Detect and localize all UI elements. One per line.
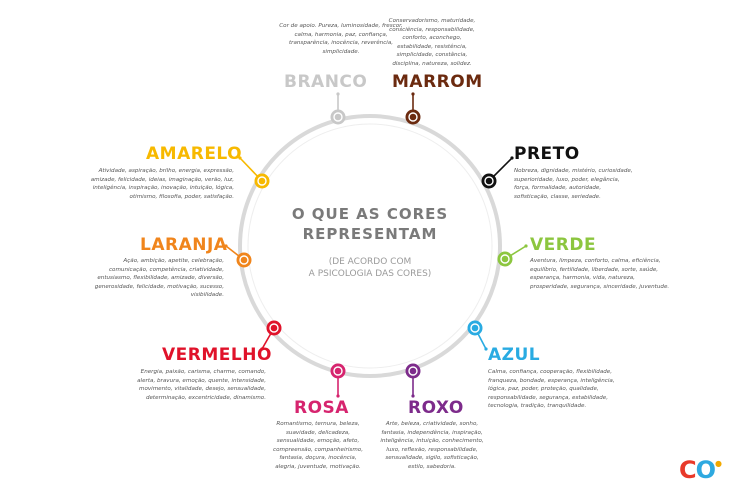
roxo-label: ROXO xyxy=(408,398,464,418)
rosa-connector-tip xyxy=(336,394,340,398)
vermelho-label: VERMELHO xyxy=(162,345,272,365)
laranja-node xyxy=(236,252,252,268)
laranja-node-ring xyxy=(239,255,249,265)
verde-connector-tip xyxy=(524,244,528,248)
marrom-node xyxy=(405,109,421,125)
amarelo-connector-tip xyxy=(238,156,242,160)
preto-description: Nobreza, dignidade, mistério, curiosidad… xyxy=(514,168,633,200)
outer-ring xyxy=(238,114,502,378)
verde-node-ring xyxy=(500,254,510,264)
azul-description: Calma, confiança, cooperação, flexibilid… xyxy=(488,369,615,410)
inner-disc xyxy=(247,123,493,369)
roxo-node xyxy=(405,363,421,379)
azul-node-ring xyxy=(470,323,480,333)
logo-dot: ● xyxy=(715,459,722,468)
subtitle-line-2: A PSICOLOGIA DAS CORES) xyxy=(308,269,432,279)
branco-label: BRANCO xyxy=(284,72,368,92)
vermelho-connector-tip xyxy=(260,347,264,351)
preto-node xyxy=(481,173,497,189)
roxo-connector-tip xyxy=(411,394,415,398)
marrom-node-ring xyxy=(408,112,418,122)
branco-node xyxy=(330,109,346,125)
amarelo-label: AMARELO xyxy=(146,144,243,164)
brand-logo: CO● xyxy=(679,456,722,484)
azul-node xyxy=(467,320,483,336)
marrom-description: Conservadorismo, maturidade, consciência… xyxy=(388,18,476,67)
verde-label: VERDE xyxy=(530,235,597,255)
amarelo-node-ring xyxy=(257,176,267,186)
verde-description: Aventura, limpeza, conforto, calma, efic… xyxy=(530,258,670,290)
vermelho-node-ring xyxy=(269,323,279,333)
diagram-subtitle: (DE ACORDO COM A PSICOLOGIA DAS CORES) xyxy=(270,256,470,280)
branco-node-ring xyxy=(333,112,343,122)
laranja-label: LARANJA xyxy=(140,235,228,255)
marrom-connector-tip xyxy=(411,92,415,96)
subtitle-line-1: (DE ACORDO COM xyxy=(328,257,412,267)
title-line-2: REPRESENTAM xyxy=(302,225,438,243)
roxo-node-ring xyxy=(408,366,418,376)
verde-node xyxy=(497,251,513,267)
preto-connector-tip xyxy=(510,156,514,160)
logo-c: C xyxy=(679,456,697,484)
roxo-description: Arte, beleza, criatividade, sonho, fanta… xyxy=(380,421,484,470)
laranja-description: Ação, ambição, apetite, celebração, comu… xyxy=(94,258,224,299)
title-line-1: O QUE AS CORES xyxy=(291,205,449,223)
color-nodes xyxy=(236,109,513,379)
vermelho-node xyxy=(266,320,282,336)
preto-label: PRETO xyxy=(514,144,580,164)
rosa-label: ROSA xyxy=(294,398,349,418)
amarelo-node xyxy=(254,173,270,189)
azul-connector-tip xyxy=(484,347,488,351)
amarelo-description: Atividade, aspiração, brilho, energia, e… xyxy=(90,168,234,200)
diagram-title: O QUE AS CORES REPRESENTAM xyxy=(270,204,470,244)
branco-connector-tip xyxy=(336,92,340,96)
laranja-connector-tip xyxy=(224,244,228,248)
rosa-node-ring xyxy=(333,366,343,376)
azul-label: AZUL xyxy=(488,345,541,365)
preto-node-ring xyxy=(484,176,494,186)
rosa-description: Romantismo, ternura, beleza, suavidade, … xyxy=(273,421,363,470)
branco-description: Cor de apoio. Pureza, luminosidade, fres… xyxy=(279,23,403,55)
vermelho-description: Energia, paixão, carisma, charme, comand… xyxy=(137,369,266,401)
rosa-node xyxy=(330,363,346,379)
marrom-label: MARROM xyxy=(392,72,483,92)
logo-o: O xyxy=(695,456,716,484)
